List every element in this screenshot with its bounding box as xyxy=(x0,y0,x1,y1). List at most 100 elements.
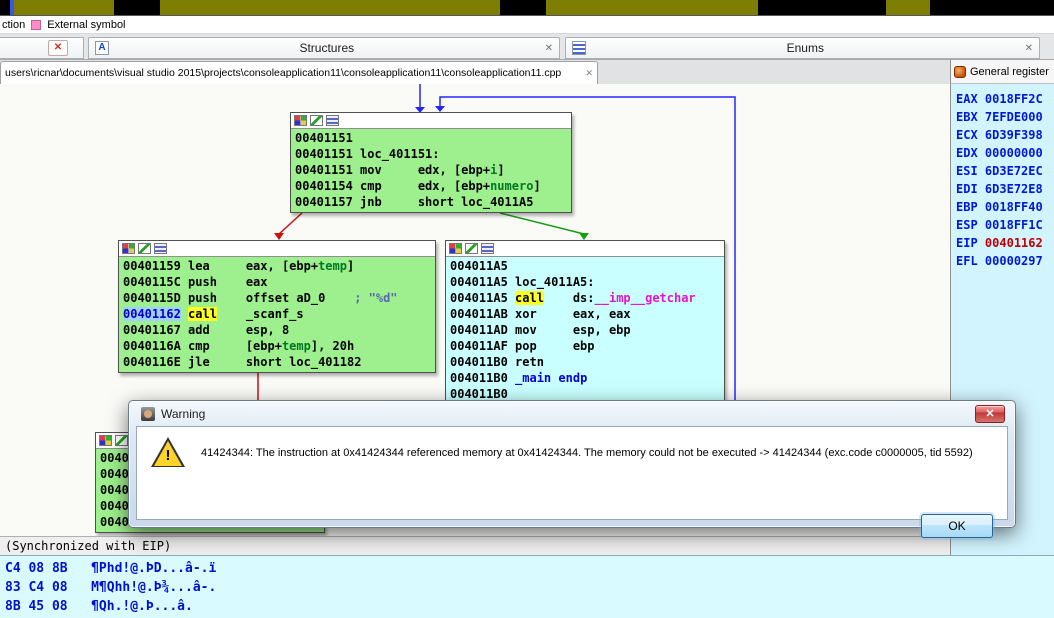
code-line[interactable]: 00401162 call _scanf_s xyxy=(123,307,304,321)
register-row[interactable]: ECX 6D39F398 xyxy=(956,128,1043,142)
enums-icon xyxy=(572,41,586,55)
nav-band-segment[interactable] xyxy=(114,0,160,15)
code-line[interactable]: 0040115C push eax xyxy=(123,275,268,289)
code-line[interactable]: 00401159 lea eax, [ebp+temp] xyxy=(123,259,355,273)
close-icon[interactable]: ✕ xyxy=(1024,42,1033,54)
code-line[interactable]: 00401151 mov edx, [ebp+i] xyxy=(295,163,505,177)
code-line[interactable]: 0040 xyxy=(100,467,129,481)
code-line[interactable]: 00401157 jnb short loc_4011A5 xyxy=(295,195,534,209)
arrowhead xyxy=(435,106,445,112)
register-row[interactable]: EBP 0018FF40 xyxy=(956,200,1043,214)
nav-band-segment[interactable] xyxy=(930,0,1054,15)
external-symbol-swatch xyxy=(31,19,42,30)
tab-structures[interactable]: A Structures ✕ xyxy=(88,37,560,59)
code-line[interactable]: 00401167 add esp, 8 xyxy=(123,323,290,337)
edge-loop-blue xyxy=(439,96,736,440)
hexdump-line[interactable]: 83 C4 08 M¶Qhh!@.Þ¾...â-. xyxy=(5,580,217,595)
palette-icon xyxy=(122,243,135,254)
registers-title: General register xyxy=(970,65,1049,78)
tab-structures-title: Structures xyxy=(299,41,355,55)
code-line[interactable]: 004011AB xor eax, eax xyxy=(450,307,631,321)
basic-block-401151[interactable]: 00401151 00401151 loc_401151: 00401151 mov… xyxy=(290,112,572,213)
block-code[interactable]: 004011A5 004011A5 loc_4011A5: 004011A5 cal… xyxy=(446,257,724,404)
nav-band[interactable] xyxy=(0,0,1054,16)
code-line[interactable]: 004011AD mov esp, ebp xyxy=(450,323,631,337)
code-line[interactable]: 0040 xyxy=(100,515,129,529)
tab-enums-title: Enums xyxy=(786,41,824,55)
xrefs-icon xyxy=(326,115,339,126)
warning-dialog: Warning ✕ ! 41424344: The instruction at… xyxy=(128,400,1016,538)
arrowhead xyxy=(415,107,425,113)
code-line[interactable]: 00401154 cmp edx, [ebp+numero] xyxy=(295,179,541,193)
tab-enums[interactable]: Enums ✕ xyxy=(565,37,1040,59)
block-titlebar xyxy=(291,113,571,129)
code-line[interactable]: 0040 xyxy=(100,499,129,513)
external-symbol-label: External symbol xyxy=(47,18,126,31)
edit-icon xyxy=(138,243,151,254)
tab-stub[interactable]: ✕ xyxy=(0,37,84,59)
register-row[interactable]: ESI 6D3E72EC xyxy=(956,164,1043,178)
nav-band-segment[interactable] xyxy=(0,0,10,15)
register-row[interactable]: EFL 00000297 xyxy=(956,254,1043,268)
warning-icon: ! xyxy=(151,437,185,468)
edge-true-green xyxy=(499,212,585,235)
ok-button[interactable]: OK xyxy=(921,514,993,538)
dialog-message: 41424344: The instruction at 0x41424344 … xyxy=(201,447,973,459)
block-code[interactable]: 00401159 lea eax, [ebp+temp] 0040115C pus… xyxy=(119,257,435,372)
nav-band-segment[interactable] xyxy=(758,0,886,15)
block-titlebar xyxy=(119,241,435,257)
palette-icon xyxy=(294,115,307,126)
arrowhead xyxy=(579,233,589,240)
nav-band-segment[interactable] xyxy=(500,0,546,15)
register-row[interactable]: EDI 6D3E72E8 xyxy=(956,182,1043,196)
xrefs-icon xyxy=(481,243,494,254)
edit-icon xyxy=(115,435,128,446)
register-row[interactable]: EDX 00000000 xyxy=(956,146,1043,160)
basic-block-4011A5[interactable]: 004011A5 004011A5 loc_4011A5: 004011A5 cal… xyxy=(445,240,725,405)
code-line[interactable]: 0040116A cmp [ebp+temp], 20h xyxy=(123,339,355,353)
code-line[interactable]: 004011B0 retn xyxy=(450,355,544,369)
code-line[interactable]: 0040 xyxy=(100,483,129,497)
hexdump[interactable]: C4 08 8B ¶Phd!@.ÞD...â-.ï 83 C4 08 M¶Qhh!… xyxy=(0,555,1054,618)
close-icon[interactable]: ✕ xyxy=(544,42,553,54)
close-button[interactable]: ✕ xyxy=(975,405,1005,423)
code-line[interactable]: 0040 xyxy=(100,451,129,465)
structures-icon: A xyxy=(95,41,109,55)
register-row[interactable]: EBX 7EFDE000 xyxy=(956,110,1043,124)
tab-row: ✕ A Structures ✕ Enums ✕ xyxy=(0,34,1054,60)
code-line[interactable]: 0040115D push offset aD_0 ; "%d" xyxy=(123,291,398,305)
arrowhead xyxy=(274,233,284,240)
code-line[interactable]: 004011A5 xyxy=(450,259,508,273)
palette-icon xyxy=(449,243,462,254)
palette-icon xyxy=(99,435,112,446)
code-line[interactable]: 004011AF pop ebp xyxy=(450,339,595,353)
register-row[interactable]: EAX 0018FF2C xyxy=(956,92,1043,106)
register-row[interactable]: EIP 00401162 xyxy=(956,236,1043,250)
file-path-label: users\ricnar\documents\visual studio 201… xyxy=(5,67,562,79)
code-line[interactable]: 00401151 xyxy=(295,131,353,145)
close-icon[interactable]: ✕ xyxy=(585,67,593,78)
code-line[interactable]: 004011A5 loc_4011A5: xyxy=(450,275,595,289)
tab-source-file[interactable]: users\ricnar\documents\visual studio 201… xyxy=(0,61,598,84)
hexdump-line[interactable]: C4 08 8B ¶Phd!@.ÞD...â-.ï xyxy=(5,561,217,576)
register-row[interactable]: ESP 0018FF1C xyxy=(956,218,1043,232)
hexdump-line[interactable]: 8B 45 08 ¶Qh.!@.Þ...â. xyxy=(5,599,193,614)
registers-header[interactable]: General register xyxy=(950,60,1054,84)
code-line[interactable]: 004011B0 _main endp xyxy=(450,371,588,385)
dialog-titlebar[interactable]: Warning xyxy=(129,401,1015,426)
block-code[interactable]: 00401151 00401151 loc_401151: 00401151 mov… xyxy=(291,129,571,212)
code-line[interactable]: 004011A5 call ds:__imp__getchar xyxy=(450,291,696,305)
code-line[interactable]: 0040116E jle short loc_401182 xyxy=(123,355,362,369)
code-line[interactable]: 004011B0 xyxy=(450,387,508,401)
basic-block-401159[interactable]: 00401159 lea eax, [ebp+temp] 0040115C pus… xyxy=(118,240,436,373)
xrefs-icon xyxy=(154,243,167,254)
warning-triangle xyxy=(154,441,182,466)
close-icon[interactable]: ✕ xyxy=(48,40,68,56)
edit-icon xyxy=(310,115,323,126)
edit-icon xyxy=(465,243,478,254)
edge-false-red xyxy=(278,212,303,235)
code-line[interactable]: 00401151 loc_401151: xyxy=(295,147,440,161)
block-titlebar xyxy=(446,241,724,257)
nav-band-segment[interactable] xyxy=(10,0,14,15)
